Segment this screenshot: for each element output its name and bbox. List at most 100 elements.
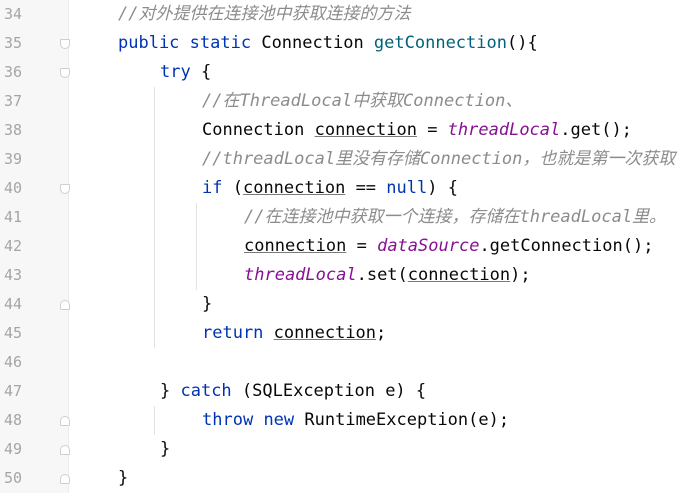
code-token: } bbox=[118, 468, 129, 488]
code-token: new bbox=[263, 410, 295, 430]
code-token: { bbox=[190, 62, 212, 82]
line-number: 35 bbox=[3, 34, 22, 52]
code-line[interactable]: 44} bbox=[0, 290, 686, 319]
line-number: 36 bbox=[3, 63, 22, 81]
code-token: ( bbox=[222, 178, 243, 198]
line-number: 47 bbox=[3, 382, 22, 400]
code-token: static bbox=[189, 33, 252, 53]
code-text: public static Connection getConnection()… bbox=[118, 32, 538, 54]
line-number: 43 bbox=[3, 266, 22, 284]
code-token: //对外提供在连接池中获取连接的方法 bbox=[118, 4, 411, 24]
code-line[interactable]: 41 //在连接池中获取一个连接，存储在threadLocal里。 bbox=[0, 203, 686, 232]
code-text: } bbox=[202, 293, 212, 315]
code-line[interactable]: 36 try { bbox=[0, 58, 686, 87]
code-text: throw new RuntimeException(e); bbox=[202, 409, 509, 431]
code-text: } bbox=[118, 467, 128, 489]
line-number: 42 bbox=[3, 237, 22, 255]
line-number-gutter bbox=[0, 0, 69, 493]
fold-marker-icon[interactable] bbox=[60, 416, 70, 426]
code-line[interactable]: 37 //在ThreadLocal中获取Connection、 bbox=[0, 87, 686, 116]
code-token: connection bbox=[407, 265, 511, 285]
code-token: Connection bbox=[202, 120, 315, 140]
code-line[interactable]: 34 //对外提供在连接池中获取连接的方法 bbox=[0, 0, 686, 29]
code-token: catch bbox=[180, 381, 232, 401]
fold-marker-icon[interactable] bbox=[60, 39, 70, 49]
code-text: //threadLocal里没有存储Connection，也就是第一次获取 bbox=[202, 148, 675, 170]
code-line[interactable]: 35 public static Connection getConnection… bbox=[0, 29, 686, 58]
line-number: 48 bbox=[3, 411, 22, 429]
code-token: connection bbox=[273, 323, 377, 343]
indent-guide bbox=[154, 406, 155, 435]
code-text: Connection connection = threadLocal.get(… bbox=[202, 119, 632, 141]
code-line[interactable]: 46 bbox=[0, 348, 686, 377]
code-token: connection bbox=[242, 178, 346, 198]
code-line[interactable]: 39//threadLocal里没有存储Connection，也就是第一次获取 bbox=[0, 145, 686, 174]
line-number: 34 bbox=[3, 5, 22, 23]
code-token: //在ThreadLocal中获取Connection、 bbox=[202, 91, 523, 111]
code-token: .getConnection(); bbox=[479, 236, 654, 256]
fold-marker-icon[interactable] bbox=[60, 184, 70, 194]
code-line[interactable]: 47 } catch (SQLException e) { bbox=[0, 377, 686, 406]
code-token: ; bbox=[376, 323, 387, 343]
fold-marker-icon[interactable] bbox=[60, 300, 70, 310]
code-token: threadLocal bbox=[244, 265, 357, 285]
code-token: //threadLocal里没有存储Connection，也就是第一次获取 bbox=[202, 149, 676, 169]
code-line[interactable]: 48 throw new RuntimeException(e); bbox=[0, 406, 686, 435]
code-text: try { bbox=[160, 61, 211, 83]
fold-marker-icon[interactable] bbox=[60, 68, 70, 78]
code-token: } bbox=[160, 439, 171, 459]
line-number: 49 bbox=[3, 440, 22, 458]
code-text: } catch (SQLException e) { bbox=[160, 380, 426, 402]
code-line[interactable]: 45 return connection; bbox=[0, 319, 686, 348]
code-line[interactable]: 49} bbox=[0, 435, 686, 464]
code-token: .set( bbox=[356, 265, 408, 285]
code-token: } bbox=[160, 381, 181, 401]
code-token: == bbox=[345, 178, 387, 198]
code-token: .get(); bbox=[560, 120, 632, 140]
code-token bbox=[179, 33, 189, 53]
code-line[interactable]: 42 connection = dataSource.getConnection(… bbox=[0, 232, 686, 261]
line-number: 37 bbox=[3, 92, 22, 110]
code-token: (){ bbox=[506, 33, 538, 53]
code-text: return connection; bbox=[202, 322, 386, 344]
code-line[interactable]: 43 threadLocal.set(connection); bbox=[0, 261, 686, 290]
indent-guide bbox=[196, 203, 197, 290]
code-token: throw bbox=[202, 410, 254, 430]
code-token: if bbox=[202, 178, 223, 198]
code-token: } bbox=[202, 294, 213, 314]
code-text: //在ThreadLocal中获取Connection、 bbox=[202, 90, 522, 112]
code-token: public bbox=[118, 33, 180, 53]
line-number: 41 bbox=[3, 208, 22, 226]
code-text: connection = dataSource.getConnection(); bbox=[244, 235, 653, 257]
fold-marker-icon[interactable] bbox=[60, 445, 70, 455]
line-number: 46 bbox=[3, 353, 22, 371]
line-number: 50 bbox=[3, 469, 22, 487]
code-token: Connection bbox=[251, 33, 374, 53]
code-token: = bbox=[416, 120, 448, 140]
line-number: 45 bbox=[3, 324, 22, 342]
fold-marker-icon[interactable] bbox=[60, 474, 70, 484]
line-number: 40 bbox=[3, 179, 22, 197]
code-token: ); bbox=[510, 265, 531, 285]
code-line[interactable]: 50} bbox=[0, 464, 686, 493]
code-token: connection bbox=[244, 236, 347, 256]
indent-guide bbox=[154, 87, 155, 348]
code-token bbox=[263, 323, 273, 343]
code-token bbox=[253, 410, 263, 430]
code-token: RuntimeException(e); bbox=[294, 410, 510, 430]
code-token: try bbox=[160, 62, 191, 82]
code-token: getConnection bbox=[373, 33, 507, 53]
code-token: null bbox=[386, 178, 428, 198]
code-line[interactable]: 40 if (connection == null) { bbox=[0, 174, 686, 203]
code-text: //在连接池中获取一个连接，存储在threadLocal里。 bbox=[244, 206, 666, 228]
code-token: threadLocal bbox=[447, 120, 561, 140]
code-text: } bbox=[160, 438, 170, 460]
code-token: dataSource bbox=[377, 236, 480, 256]
code-token: return bbox=[202, 323, 264, 343]
code-token: ) { bbox=[427, 178, 458, 198]
line-number: 44 bbox=[3, 295, 22, 313]
code-text: if (connection == null) { bbox=[202, 177, 458, 199]
code-text: threadLocal.set(connection); bbox=[244, 264, 531, 286]
